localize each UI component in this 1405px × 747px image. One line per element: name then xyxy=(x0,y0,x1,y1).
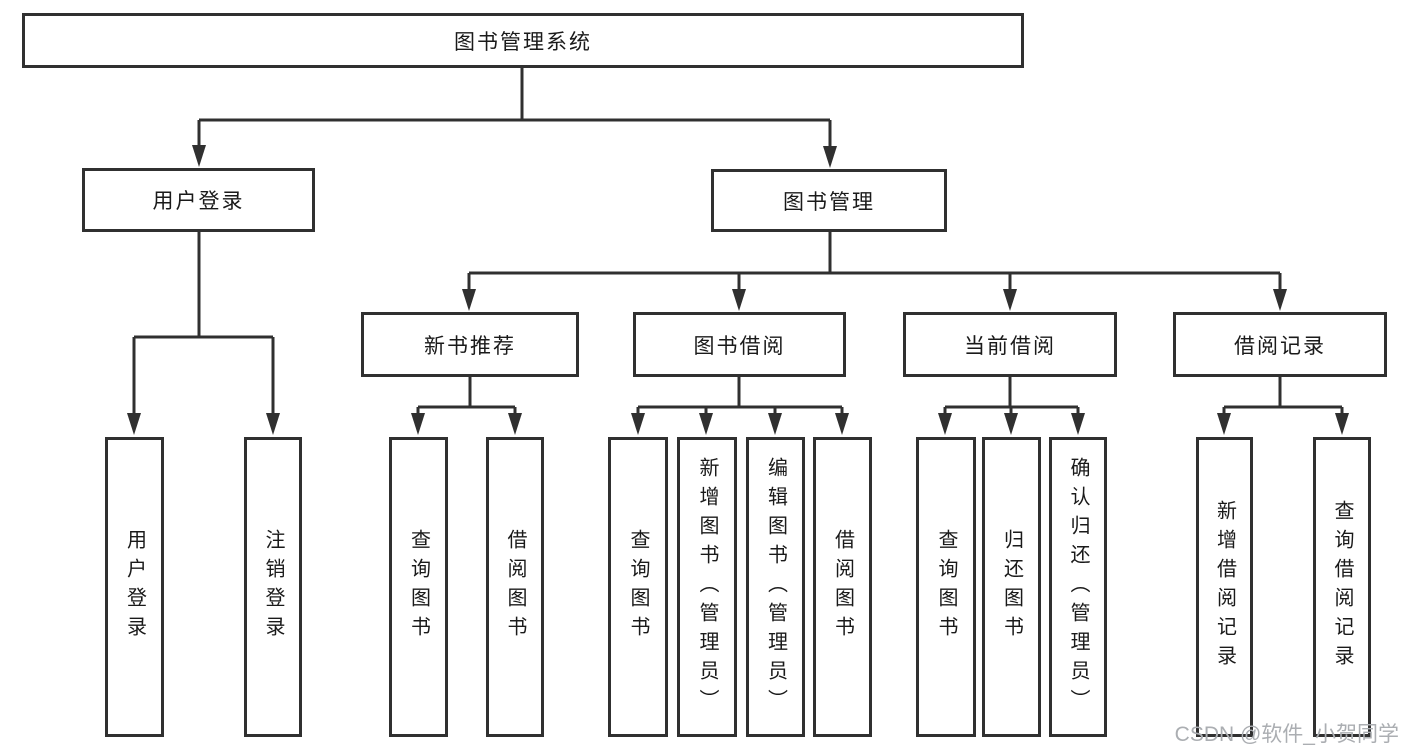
leaf-label: 新增借阅记录 xyxy=(1213,500,1236,674)
node-book-borrowing: 图书借阅 xyxy=(633,312,846,377)
leaf-label: 借阅图书 xyxy=(831,529,854,645)
leaf-confirm-return-admin: 确认归还（管理员） xyxy=(1049,437,1107,737)
leaf-label: 确认归还（管理员） xyxy=(1067,456,1089,718)
leaf-query-borrow-record: 查询借阅记录 xyxy=(1313,437,1371,737)
leaf-add-borrow-record: 新增借阅记录 xyxy=(1196,437,1253,737)
node-label: 新书推荐 xyxy=(424,334,516,358)
node-label: 借阅记录 xyxy=(1234,334,1326,358)
leaf-query-books-recommend: 查询图书 xyxy=(389,437,448,737)
leaf-label: 归还图书 xyxy=(1000,529,1023,645)
leaf-label: 查询借阅记录 xyxy=(1331,500,1353,674)
node-label: 图书借阅 xyxy=(693,334,786,358)
leaf-borrow-books-recommend: 借阅图书 xyxy=(486,437,544,737)
leaf-return-books: 归还图书 xyxy=(982,437,1041,737)
node-user-login: 用户登录 xyxy=(82,168,315,232)
node-current-borrowing: 当前借阅 xyxy=(903,312,1117,377)
leaf-label: 借阅图书 xyxy=(504,529,526,645)
leaf-query-books-borrow: 查询图书 xyxy=(608,437,668,737)
node-label: 当前借阅 xyxy=(964,334,1056,358)
leaf-borrow-books: 借阅图书 xyxy=(813,437,872,737)
node-library-management-system: 图书管理系统 xyxy=(22,13,1024,68)
leaf-edit-books-admin: 编辑图书（管理员） xyxy=(746,437,805,737)
leaf-label: 编辑图书（管理员） xyxy=(764,456,787,718)
leaf-label: 查询图书 xyxy=(935,529,957,645)
leaf-add-books-admin: 新增图书（管理员） xyxy=(677,437,737,737)
csdn-watermark: CSDN @软件_小贺同学 xyxy=(1174,723,1399,746)
node-label: 用户登录 xyxy=(152,190,245,213)
node-label: 图书管理 xyxy=(783,190,875,214)
leaf-label: 新增图书（管理员） xyxy=(696,456,718,718)
node-book-management: 图书管理 xyxy=(711,169,947,232)
leaf-label: 查询图书 xyxy=(627,529,649,645)
leaf-label: 注销登录 xyxy=(262,529,284,645)
leaf-label: 用户登录 xyxy=(123,529,146,645)
leaf-logout: 注销登录 xyxy=(244,437,302,737)
node-borrowing-records: 借阅记录 xyxy=(1173,312,1387,377)
node-new-book-recommendation: 新书推荐 xyxy=(361,312,579,377)
leaf-query-books-current: 查询图书 xyxy=(916,437,976,737)
node-label: 图书管理系统 xyxy=(454,30,592,54)
leaf-label: 查询图书 xyxy=(407,529,430,645)
leaf-user-login: 用户登录 xyxy=(105,437,164,737)
